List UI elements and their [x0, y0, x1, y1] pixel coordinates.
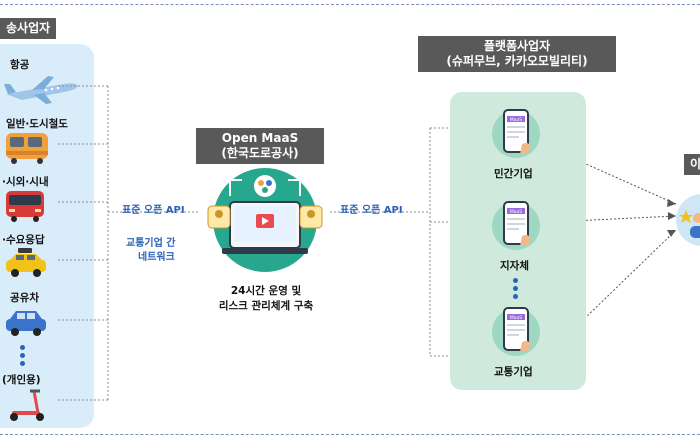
taxi-icon [6, 248, 46, 277]
user-group-title: 이 [684, 154, 700, 175]
bus-icon [6, 191, 44, 222]
ellipsis-dot [20, 361, 25, 366]
platform-operators-title-line1: 플랫폼사업자 [483, 39, 551, 53]
maas-app-phone-icon: MaaS [492, 109, 540, 158]
airplane-icon [4, 76, 78, 104]
network-label-line2: 네트워크 [138, 252, 175, 263]
mode-label-air: 항공 [10, 59, 30, 71]
transport-operators-panel [0, 44, 94, 428]
top-dashed-border [0, 4, 700, 5]
operation-caption-line2: 리스크 관리체계 구축 [218, 300, 314, 312]
mode-label-bus: ·시외·시내 [2, 176, 49, 188]
open-maas-title: Open MaaS (한국도로공사) [196, 128, 324, 164]
maas-app-phone-icon: MaaS [492, 201, 540, 250]
operation-caption: 24시간 운영 및 리스크 관리체계 구축 [212, 283, 320, 313]
maas-app-badge: MaaS [510, 117, 522, 123]
ellipsis-dot [20, 345, 25, 350]
open-maas-title-line2: (한국도로공사) [221, 146, 299, 160]
ellipsis-dot [513, 286, 518, 291]
ellipsis-dot [513, 294, 518, 299]
mode-label-sharedcar: 공유차 [10, 292, 39, 304]
left-api-label: 표준 오픈 API [122, 205, 185, 216]
user-icon [676, 194, 700, 246]
mode-label-taxi: ·수요응답 [2, 234, 45, 246]
train-icon [6, 133, 48, 164]
operation-caption-line1: 24시간 운영 및 [230, 285, 302, 297]
maas-app-badge: MaaS [510, 209, 522, 215]
maas-app-badge: MaaS [510, 315, 522, 321]
scooter-icon [10, 389, 44, 421]
platform-operators-title: 플랫폼사업자 (슈퍼무브, 카카오모빌리티) [418, 36, 616, 72]
platform-item-label: 민간기업 [494, 168, 533, 180]
network-label-line1: 교통기업 간 [126, 238, 176, 249]
bottom-dashed-border [0, 434, 700, 435]
mode-label-rail: 일반·도시철도 [6, 118, 68, 130]
maas-app-phone-icon: MaaS [492, 307, 540, 356]
right-api-label: 표준 오픈 API [340, 205, 403, 216]
open-maas-platform-illustration [207, 168, 323, 272]
platform-operators-title-line2: (슈퍼무브, 카카오모빌리티) [446, 54, 588, 68]
platform-item-label: 지자체 [500, 260, 529, 272]
transport-operators-title: 송사업자 [0, 18, 57, 39]
platform-item-label: 교통기업 [494, 366, 533, 378]
car-icon [6, 311, 46, 336]
mode-label-pm: (개인용) [2, 374, 41, 386]
ellipsis-dot [20, 353, 25, 358]
open-maas-title-line1: Open MaaS [221, 131, 299, 145]
ellipsis-dot [513, 278, 518, 283]
